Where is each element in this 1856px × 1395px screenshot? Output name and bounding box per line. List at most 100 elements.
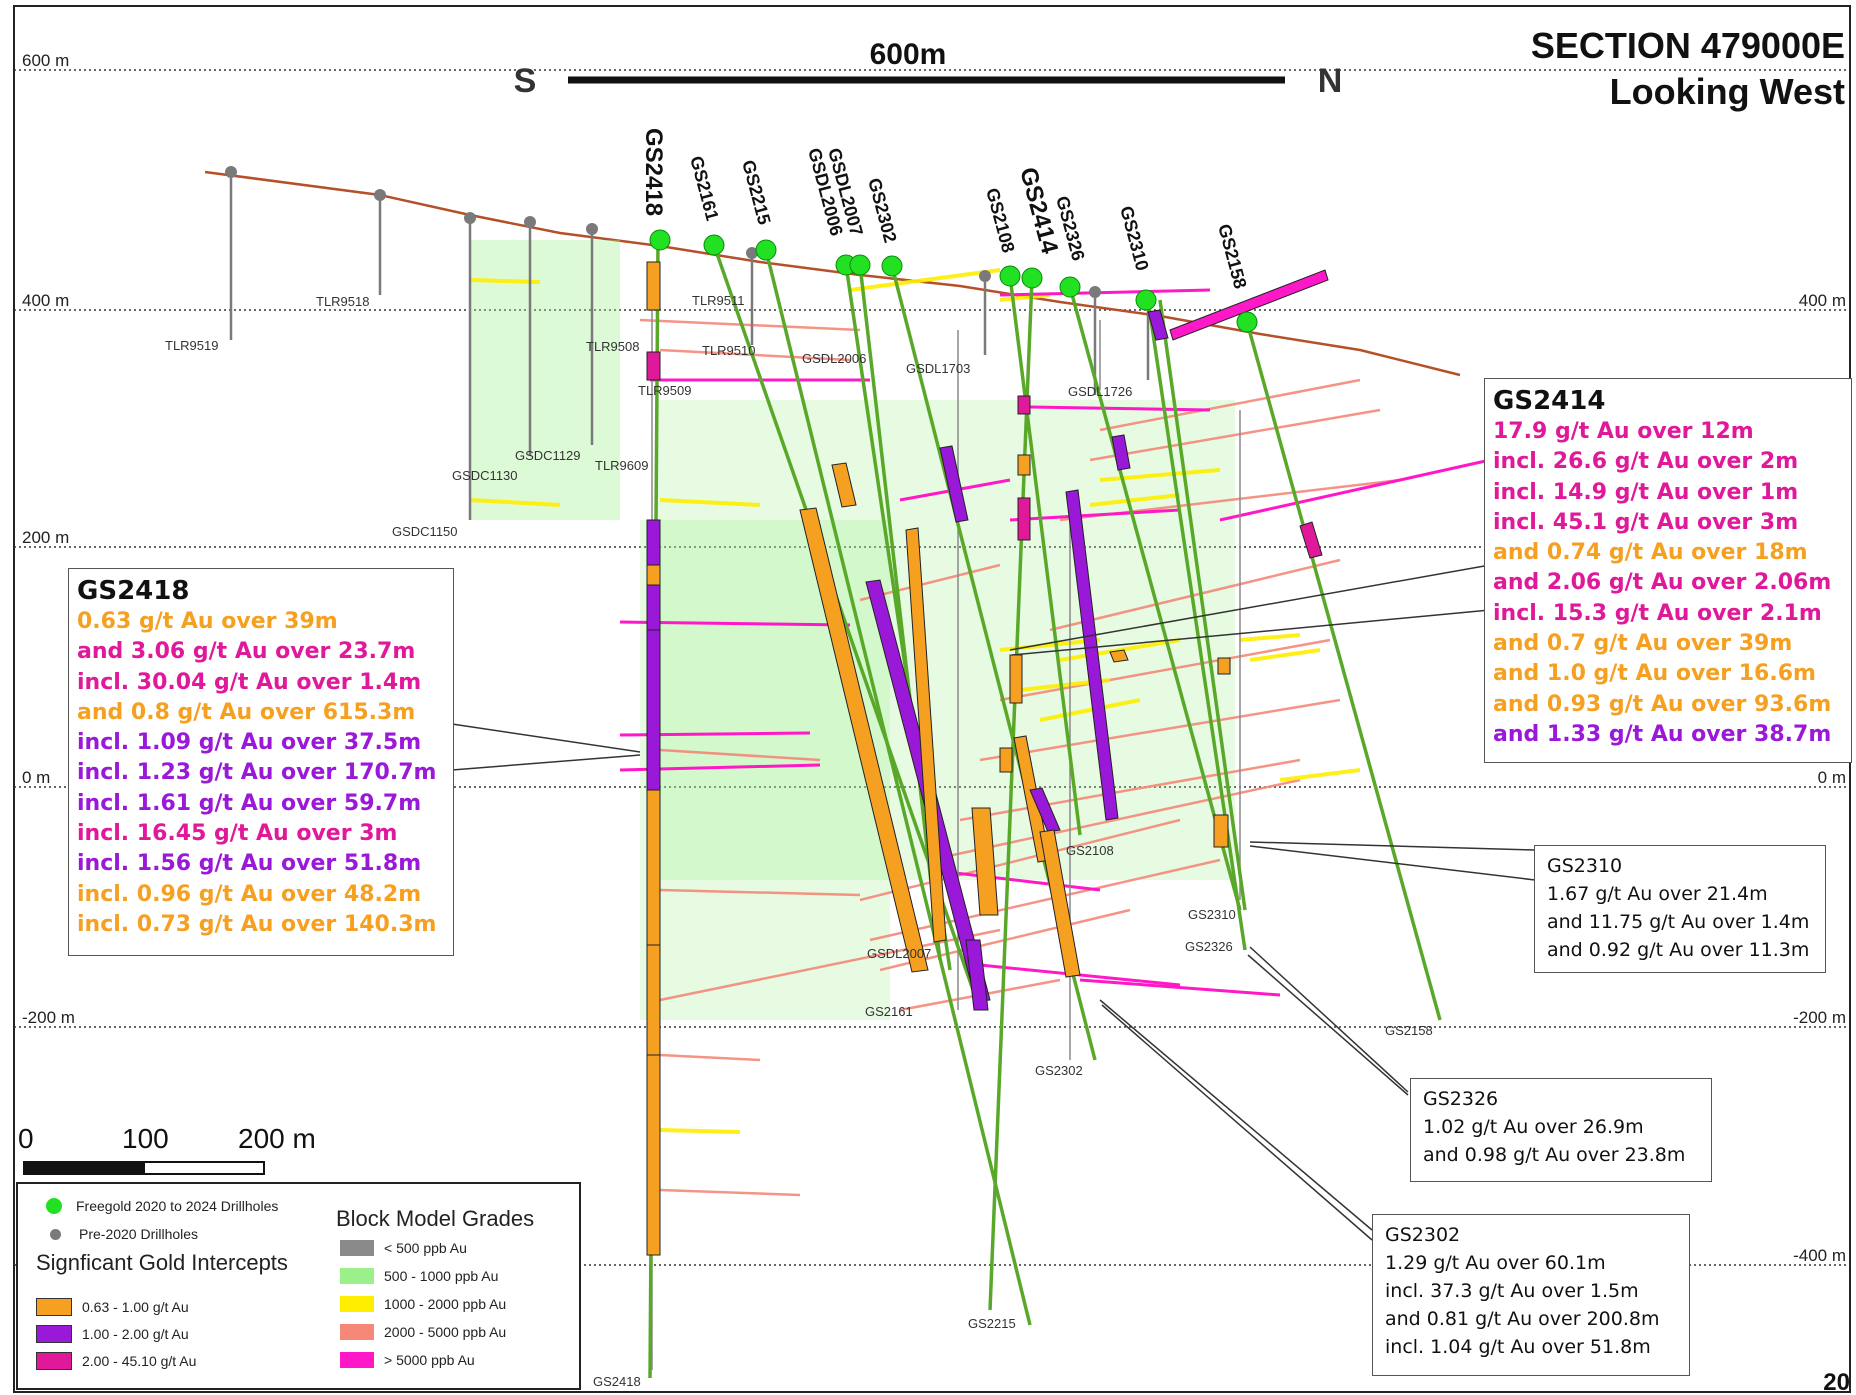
legend-new-holes-label: Freegold 2020 to 2024 Drillholes: [76, 1198, 279, 1214]
callout-gs2302-line: and 0.81 g/t Au over 200.8m: [1385, 1308, 1660, 1330]
end-label-gs2158: GS2158: [1385, 1023, 1433, 1038]
legend-intercept-label: 2.00 - 45.10 g/t Au: [82, 1353, 197, 1369]
elev-label-right-0: 0 m: [1818, 768, 1846, 787]
top-scale-bar: 600m S N: [514, 38, 1343, 100]
callout-gs2414-line: and 2.06 g/t Au over 2.06m: [1493, 570, 1832, 596]
grade-swatch-icon: [340, 1352, 374, 1368]
end-label-gs2302: GS2302: [1035, 1063, 1083, 1078]
callout-gs2418-line: incl. 0.96 g/t Au over 48.2m: [77, 881, 422, 907]
callout-leaders: [451, 564, 1536, 1241]
north-label: N: [1318, 62, 1343, 100]
elev-label-600: 600 m: [22, 51, 69, 70]
legend-grade-item: 2000 - 5000 ppb Au: [340, 1324, 506, 1340]
callout-gs2414-line: and 0.7 g/t Au over 39m: [1493, 631, 1793, 657]
legend-old-holes-label: Pre-2020 Drillholes: [79, 1226, 199, 1242]
legend-old-holes: Pre-2020 Drillholes: [50, 1226, 198, 1242]
intercept-swatch-icon: [36, 1325, 72, 1343]
callout-gs2418-line: incl. 1.61 g/t Au over 59.7m: [77, 790, 422, 816]
elev-label-right-400: 400 m: [1799, 291, 1846, 310]
legend-grade-label: 2000 - 5000 ppb Au: [384, 1324, 507, 1340]
grade-swatch-icon: [340, 1240, 374, 1256]
legend-grade-item: 500 - 1000 ppb Au: [340, 1268, 498, 1284]
end-label-gs2215: GS2215: [968, 1316, 1016, 1331]
callout-gs2310-title: GS2310: [1547, 855, 1623, 877]
callout-gs2302-line: 1.29 g/t Au over 60.1m: [1385, 1252, 1606, 1274]
hole-label-gs2418: GS2418: [640, 128, 667, 216]
old-hole-label-gsdc1130: GSDC1130: [452, 468, 518, 483]
callout-gs2418-line: incl. 1.09 g/t Au over 37.5m: [77, 730, 422, 756]
callout-gs2302: GS2302 1.29 g/t Au over 60.1m incl. 37.3…: [1372, 1214, 1690, 1376]
callout-gs2310-line: and 11.75 g/t Au over 1.4m: [1547, 911, 1810, 933]
old-hole-label-tlr9510: TLR9510: [702, 343, 755, 358]
old-hole-label-tlr9518: TLR9518: [316, 294, 369, 309]
legend: Freegold 2020 to 2024 Drillholes Pre-202…: [16, 1182, 581, 1390]
scale-label-100: 100: [122, 1123, 169, 1154]
callout-gs2310-line: and 0.92 g/t Au over 11.3m: [1547, 939, 1810, 961]
legend-grades-title: Block Model Grades: [336, 1206, 535, 1231]
top-scale-label: 600m: [870, 38, 947, 71]
legend-grade-item: > 5000 ppb Au: [340, 1352, 475, 1368]
callout-gs2302-line: incl. 1.04 g/t Au over 51.8m: [1385, 1336, 1651, 1358]
legend-intercept-item: 2.00 - 45.10 g/t Au: [36, 1352, 196, 1370]
old-hole-label-gsdc1150: GSDC1150: [392, 524, 458, 539]
callout-gs2414-title: GS2414: [1493, 386, 1606, 416]
old-hole-label-gsdl1726: GSDL1726: [1068, 384, 1132, 399]
legend-grade-label: > 5000 ppb Au: [384, 1352, 475, 1368]
hole-label-gs2310: GS2310: [1116, 204, 1152, 273]
end-label-gs2310: GS2310: [1188, 907, 1236, 922]
bottom-scale-bar: 0 100 200 m: [18, 1123, 316, 1175]
callout-gs2418-line: incl. 0.73 g/t Au over 140.3m: [77, 911, 437, 937]
callout-gs2414-line: and 0.93 g/t Au over 93.6m: [1493, 691, 1832, 717]
callout-gs2414-line: and 0.74 g/t Au over 18m: [1493, 540, 1808, 566]
old-hole-label-gsdl1703: GSDL1703: [906, 361, 970, 376]
legend-grade-item: 1000 - 2000 ppb Au: [340, 1296, 506, 1312]
callout-gs2310: GS2310 1.67 g/t Au over 21.4m and 11.75 …: [1534, 845, 1826, 973]
callout-gs2326-line: 1.02 g/t Au over 26.9m: [1423, 1116, 1644, 1138]
section-subtitle: Looking West: [1610, 71, 1845, 112]
callout-gs2418-line: and 0.8 g/t Au over 615.3m: [77, 699, 416, 725]
callout-gs2326-title: GS2326: [1423, 1088, 1499, 1110]
green-dot-icon: [46, 1198, 62, 1214]
callout-gs2414-line: and 1.0 g/t Au over 16.6m: [1493, 661, 1816, 687]
callout-gs2418-line: incl. 1.56 g/t Au over 51.8m: [77, 851, 422, 877]
callout-gs2302-line: incl. 37.3 g/t Au over 1.5m: [1385, 1280, 1639, 1302]
old-hole-label-tlr9511: TLR9511: [692, 293, 745, 308]
end-label-gs2418: GS2418: [593, 1374, 641, 1389]
grade-swatch-icon: [340, 1296, 374, 1312]
old-hole-label-tlr9508: TLR9508: [586, 339, 639, 354]
callout-gs2310-line: 1.67 g/t Au over 21.4m: [1547, 883, 1768, 905]
elev-label-minus200: -200 m: [22, 1008, 75, 1027]
legend-intercept-label: 0.63 - 1.00 g/t Au: [82, 1299, 189, 1315]
freegold-collars: [649, 229, 1258, 333]
legend-new-holes: Freegold 2020 to 2024 Drillholes: [46, 1198, 278, 1214]
end-label-gs2161: GS2161: [865, 1004, 913, 1019]
callout-gs2302-title: GS2302: [1385, 1224, 1461, 1246]
callout-gs2414-line: incl. 14.9 g/t Au over 1m: [1493, 479, 1799, 505]
old-hole-label-tlr9519: TLR9519: [165, 338, 218, 353]
end-label-gs2108: GS2108: [1066, 843, 1114, 858]
grey-dot-icon: [50, 1228, 61, 1240]
south-label: S: [514, 62, 537, 100]
old-hole-label-gsdl2006: GSDL2006: [802, 351, 866, 366]
legend-grade-item: < 500 ppb Au: [340, 1240, 467, 1256]
intercept-bars: [646, 261, 1329, 1256]
legend-intercept-item: 1.00 - 2.00 g/t Au: [36, 1325, 189, 1343]
callout-gs2418-line: incl. 1.23 g/t Au over 170.7m: [77, 760, 437, 786]
legend-grade-label: < 500 ppb Au: [384, 1240, 467, 1256]
elev-label-400: 400 m: [22, 291, 69, 310]
elev-label-0: 0 m: [22, 768, 50, 787]
callout-gs2418-title: GS2418: [77, 576, 190, 606]
elev-label-right-minus400: -400 m: [1793, 1246, 1846, 1265]
callout-gs2414-line: incl. 26.6 g/t Au over 2m: [1493, 449, 1799, 475]
page-number: 20: [1823, 1369, 1850, 1395]
scale-label-0: 0: [18, 1123, 34, 1154]
elev-label-right-minus200: -200 m: [1793, 1008, 1846, 1027]
callout-gs2414-line: and 1.33 g/t Au over 38.7m: [1493, 721, 1832, 747]
legend-intercept-label: 1.00 - 2.00 g/t Au: [82, 1326, 189, 1342]
callout-gs2418-line: incl. 30.04 g/t Au over 1.4m: [77, 669, 422, 695]
callout-gs2418-line: and 3.06 g/t Au over 23.7m: [77, 639, 416, 665]
